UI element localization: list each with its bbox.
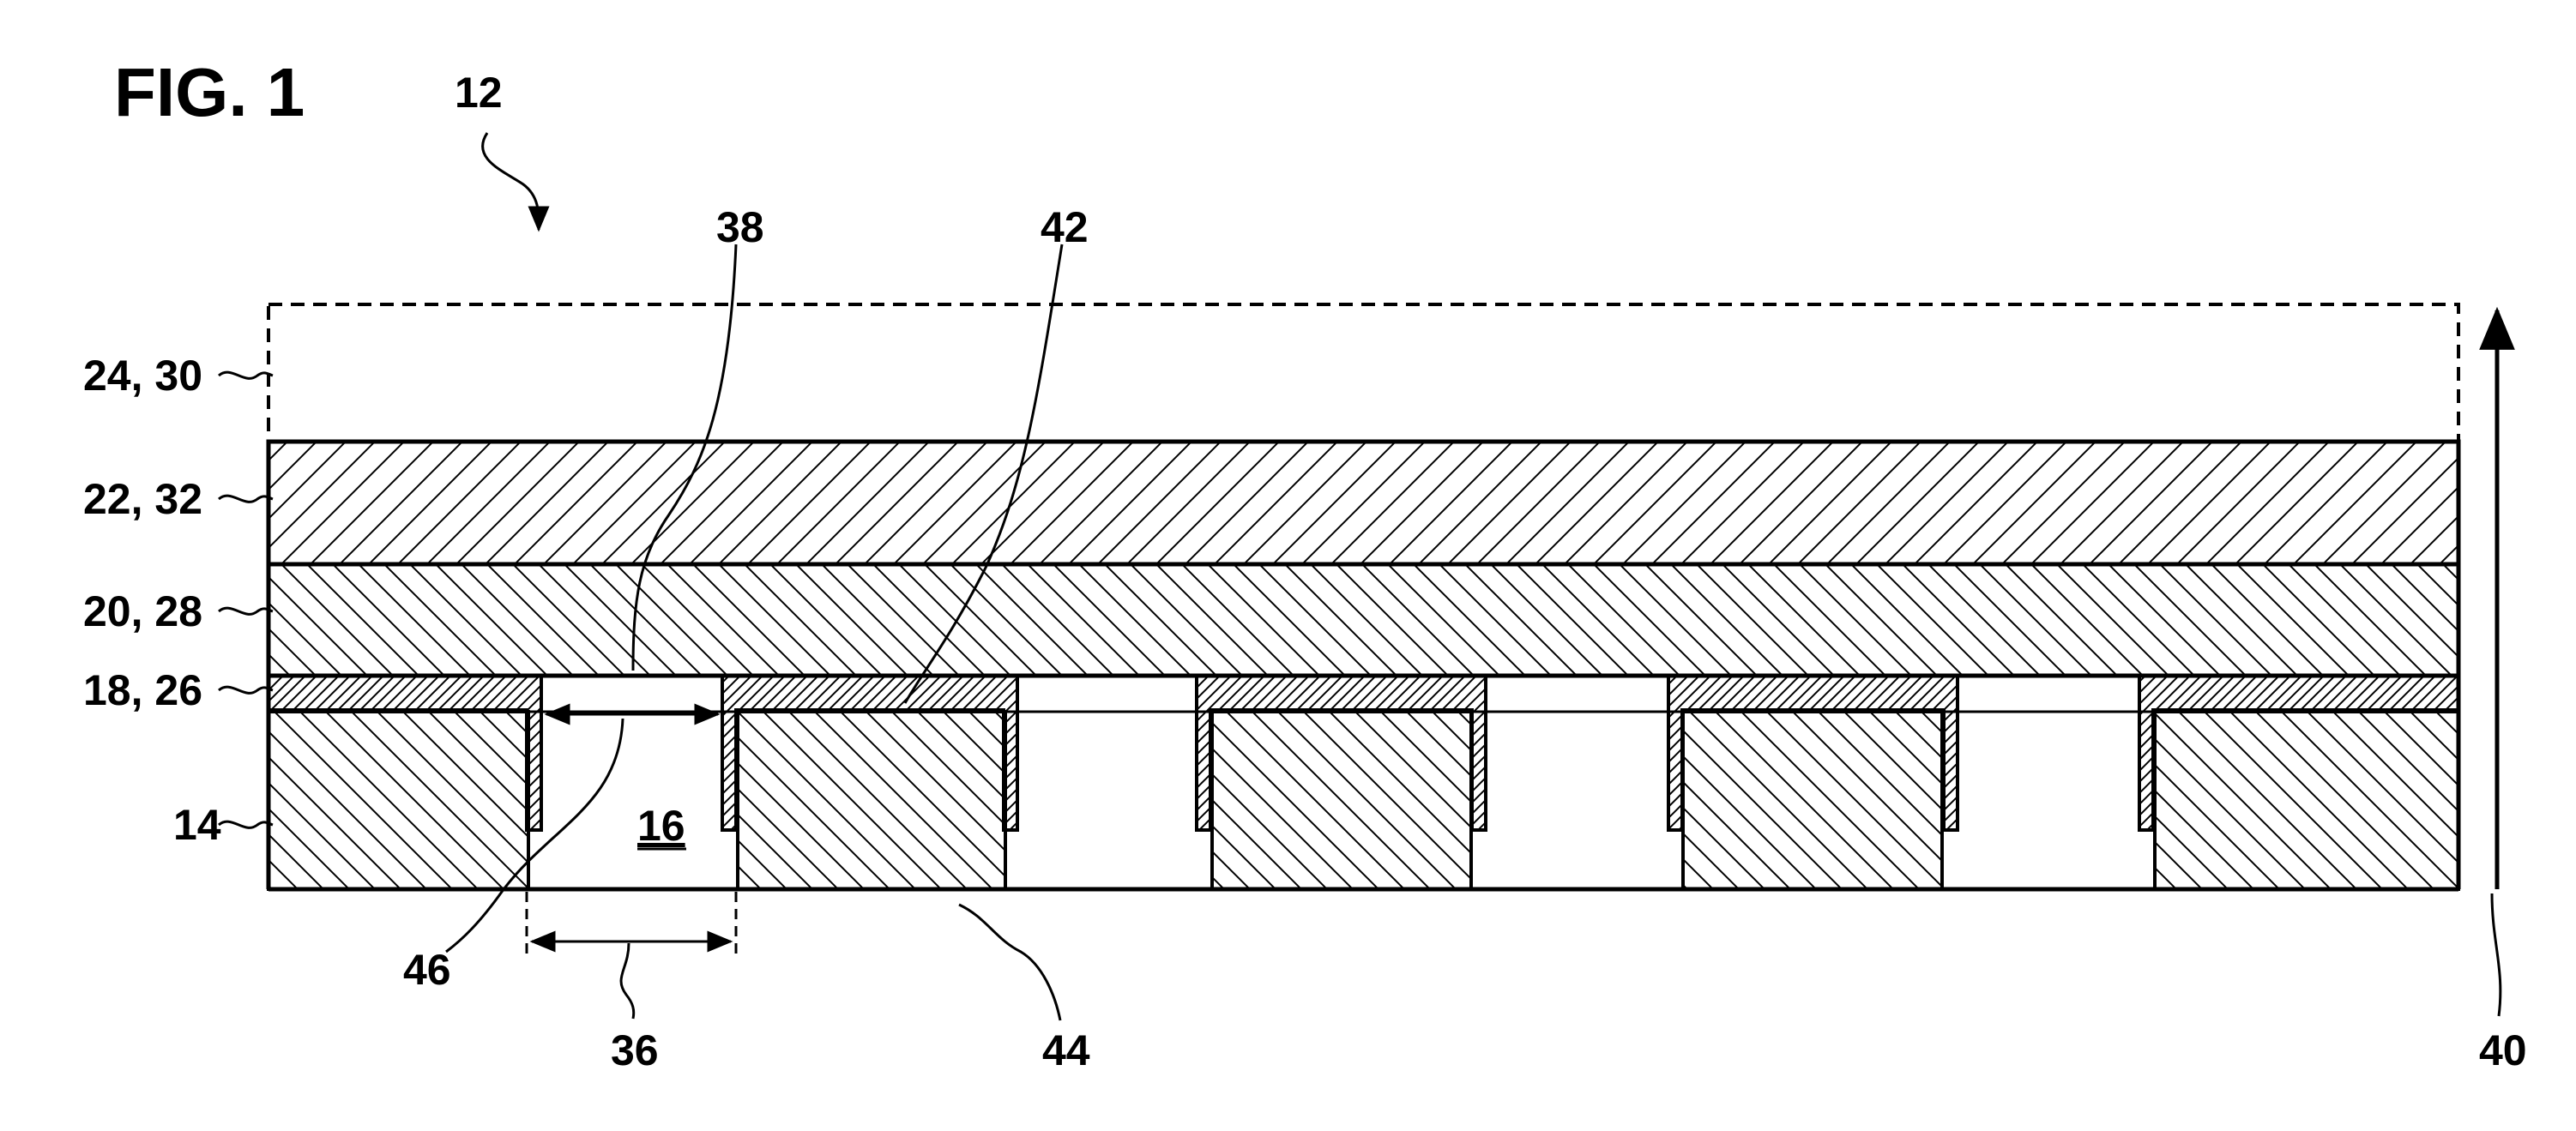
liner-segment xyxy=(2138,674,2460,832)
label-40: 40 xyxy=(2479,1026,2527,1074)
substrate-block xyxy=(736,710,1007,891)
liner-segment xyxy=(1195,674,1487,832)
leader-20-28 xyxy=(218,606,274,616)
leader-14 xyxy=(218,820,274,829)
label-20-28: 20, 28 xyxy=(83,587,202,635)
liner-segment xyxy=(267,674,543,832)
label-46: 46 xyxy=(403,946,451,994)
leader-38 xyxy=(631,244,738,671)
leader-42 xyxy=(903,244,1064,704)
leader-40 xyxy=(2490,893,2502,1017)
substrate-block xyxy=(1681,710,1944,891)
label-42: 42 xyxy=(1041,203,1089,251)
leader-44 xyxy=(958,903,1062,1021)
leader-46 xyxy=(445,718,624,954)
liner-segment xyxy=(1667,674,1959,832)
substrate-block xyxy=(2153,710,2460,891)
liner-segment xyxy=(721,674,1019,832)
figure-title: FIG. 1 xyxy=(114,54,305,130)
label-44: 44 xyxy=(1042,1026,1090,1074)
label-16: 16 xyxy=(637,802,685,850)
label-18-26: 18, 26 xyxy=(83,666,202,714)
label-24-30: 24, 30 xyxy=(83,352,202,400)
layer-22-32 xyxy=(266,439,2461,567)
leader-36 xyxy=(619,942,636,1020)
leader-18-26 xyxy=(218,685,274,695)
label-36: 36 xyxy=(611,1026,659,1074)
layer-18-26 xyxy=(267,674,2460,832)
leader-22-32 xyxy=(218,494,274,503)
leader-12 xyxy=(481,132,550,232)
label-22-32: 22, 32 xyxy=(83,475,202,523)
leader-24-30 xyxy=(218,370,274,380)
layer-20-28 xyxy=(266,562,2461,678)
substrate-block xyxy=(1210,710,1473,891)
layer-24-30 xyxy=(267,303,2460,443)
label-14: 14 xyxy=(173,801,221,849)
label-38: 38 xyxy=(716,203,764,251)
substrate-block xyxy=(267,710,530,891)
label-12: 12 xyxy=(455,69,503,117)
